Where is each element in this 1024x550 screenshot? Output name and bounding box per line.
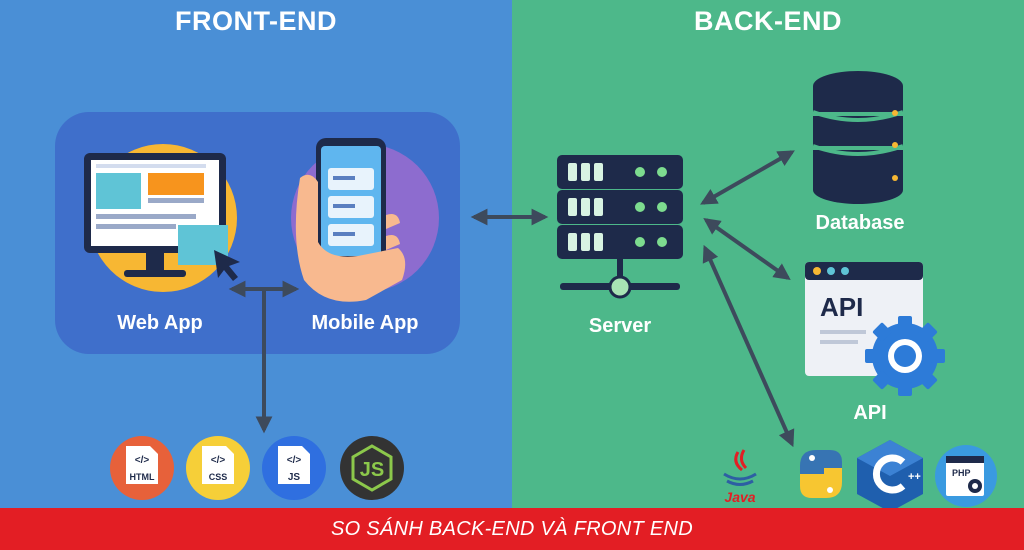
database-icon xyxy=(812,71,904,204)
php-icon: PHP xyxy=(935,445,997,507)
js-icon: </> JS xyxy=(262,436,326,500)
html-icon: </> HTML xyxy=(110,436,174,500)
mobile-app-label: Mobile App xyxy=(311,312,419,334)
server-languages-arrow xyxy=(702,244,795,448)
web-app-label: Web App xyxy=(117,312,203,334)
cpp-icon: ++ xyxy=(857,440,923,510)
api-label: API xyxy=(853,402,887,424)
cpp-label: ++ xyxy=(908,471,921,483)
web-app-icon xyxy=(84,144,240,292)
server-database-arrow xyxy=(700,150,795,205)
nodejs-icon: JS xyxy=(340,436,404,500)
server-label: Server xyxy=(588,315,652,337)
svg-text:</>: </> xyxy=(211,455,226,466)
footer-caption: SO SÁNH BACK-END VÀ FRONT END xyxy=(0,508,1024,550)
java-icon: Java xyxy=(723,449,757,505)
front-end-title: FRONT-END xyxy=(175,6,337,36)
css-icon: </> CSS xyxy=(186,436,250,500)
api-window-icon: API xyxy=(805,262,945,396)
python-icon xyxy=(800,450,842,498)
connection-arrows xyxy=(228,150,795,448)
java-label: Java xyxy=(724,489,755,505)
php-label: PHP xyxy=(952,468,971,478)
diagram-artwork: API xyxy=(55,71,997,510)
api-window-text: API xyxy=(820,292,863,322)
html-label: HTML xyxy=(130,472,155,482)
server-api-arrow xyxy=(703,218,791,280)
server-icon xyxy=(557,155,683,299)
svg-text:</>: </> xyxy=(287,455,302,466)
svg-text:</>: </> xyxy=(135,455,150,466)
css-label: CSS xyxy=(209,472,228,482)
back-end-title: BACK-END xyxy=(694,6,842,36)
js-label: JS xyxy=(288,472,301,483)
database-label: Database xyxy=(815,212,905,234)
mobile-app-icon xyxy=(291,138,439,302)
svg-text:JS: JS xyxy=(360,459,384,481)
